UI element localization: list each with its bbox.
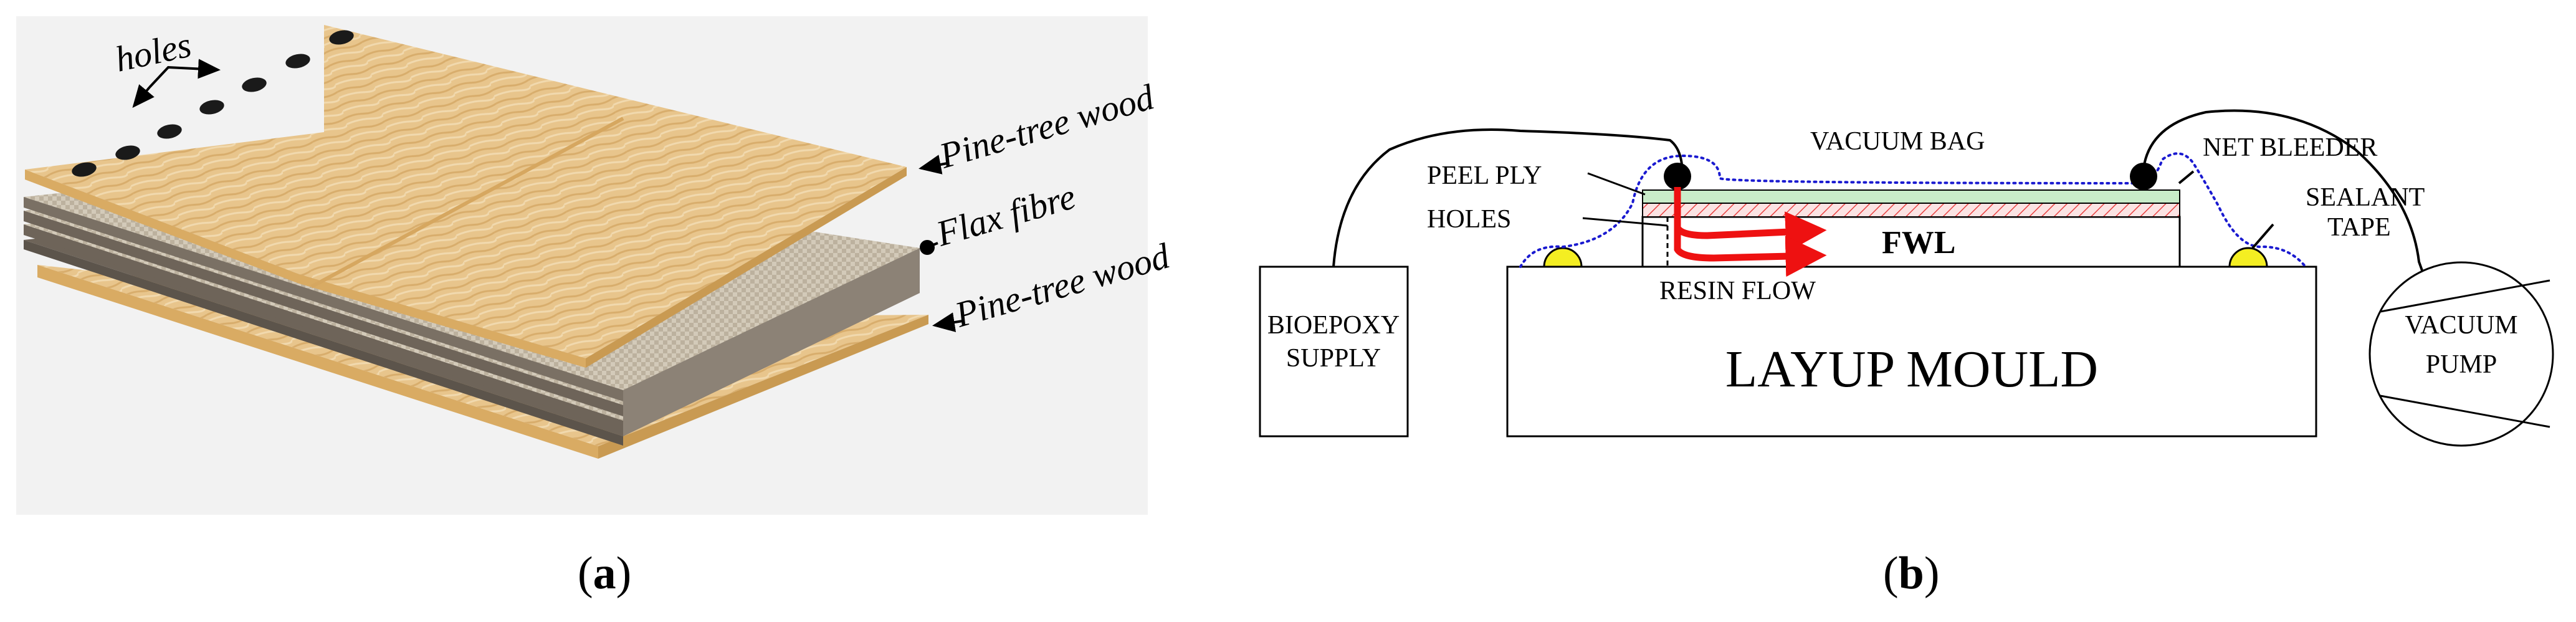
top-wood-sheet	[25, 25, 907, 368]
bioepoxy-supply-label-line1: BIOEPOXY	[1267, 311, 1400, 340]
vacuum-outlet-port	[2130, 163, 2157, 190]
holes-pointer-arrow	[132, 84, 155, 108]
vacuum-pump-label-line1: VACUUM	[2405, 311, 2517, 340]
panel-b-vacuum-infusion-diagram: BIOEPOXY SUPPLY LAYUP MOULD FWL VACUUM	[1259, 109, 2554, 447]
sealant-tape-label-line1: SEALANT	[2306, 183, 2425, 212]
hole-mark	[72, 162, 97, 177]
hole-mark	[329, 30, 354, 45]
layup-mould	[1506, 266, 2317, 438]
hole-mark	[285, 54, 310, 69]
resin-flow-label: RESIN FLOW	[1659, 277, 1816, 305]
layup-mould-label: LAYUP MOULD	[1725, 340, 2098, 398]
top-wood-leader	[918, 155, 948, 175]
net-bleeder-label: NET BLEEDER	[2203, 133, 2377, 162]
resin-inlet-port	[1664, 163, 1691, 190]
net-bleeder-layer	[1642, 203, 2180, 218]
hole-mark	[157, 124, 182, 139]
resin-inlet-tube	[1332, 128, 1684, 267]
panel-a-laminate-illustration: holes Pine-tree wood Flax fibre Pine-tre…	[16, 16, 1175, 515]
vacuum-outlet-tube	[2142, 109, 2431, 294]
holes-label-b: HOLES	[1427, 205, 1511, 234]
sealant-tape-leader	[2251, 223, 2274, 249]
vacuum-pump-label-line2: PUMP	[2426, 350, 2497, 379]
holes-row	[72, 30, 354, 177]
holes-leader	[1582, 217, 1668, 227]
caption-a: (a)	[578, 548, 632, 599]
hole-mark	[242, 77, 267, 92]
bottom-wood-leader	[932, 312, 963, 332]
sealant-tape-label-line2: TAPE	[2327, 213, 2391, 242]
bioepoxy-supply-box	[1259, 266, 1409, 438]
peel-ply-leader	[1587, 172, 1646, 196]
fwl-label: FWL	[1882, 225, 1955, 261]
bioepoxy-supply-label-line2: SUPPLY	[1286, 344, 1381, 373]
hole-mark	[115, 145, 140, 160]
caption-a-letter: a	[593, 548, 616, 599]
vacuum-bag-label: VACUUM BAG	[1810, 127, 1985, 156]
sealant-tape-right	[2228, 247, 2268, 268]
holes-pointer-arrow	[148, 59, 221, 89]
hole-mark	[199, 100, 224, 115]
vacuum-pump: VACUUM PUMP	[2368, 261, 2554, 447]
peel-ply-layer	[1642, 189, 2180, 204]
caption-b: (b)	[1883, 548, 1940, 599]
caption-b-letter: b	[1898, 548, 1924, 599]
net-bleeder-leader	[2178, 170, 2195, 184]
flax-leader-dot	[920, 240, 935, 255]
sealant-tape-left	[1543, 247, 1583, 268]
vacuum-bag-outline	[1519, 152, 2307, 268]
resin-flow-arrow-lower	[1674, 187, 1827, 277]
peel-ply-label: PEEL PLY	[1427, 161, 1542, 190]
